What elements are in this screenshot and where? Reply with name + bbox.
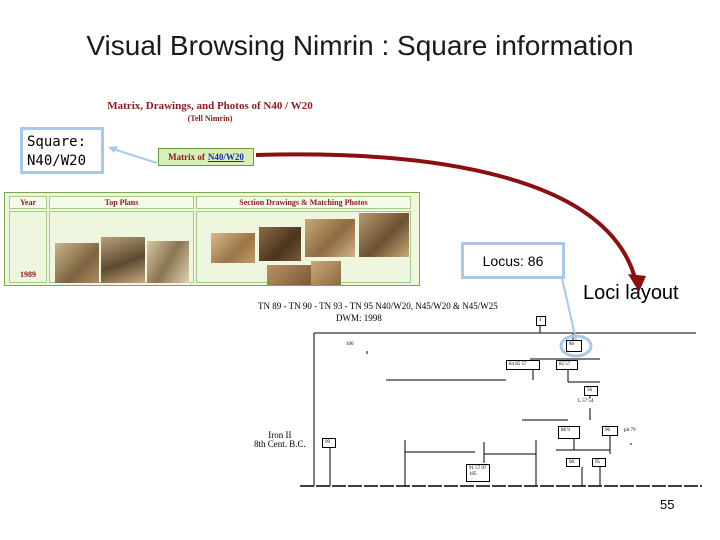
period-label-line1: Iron II	[268, 430, 292, 440]
red-arrowhead	[628, 274, 646, 292]
table-header-sections: Section Drawings & Matching Photos	[196, 196, 411, 209]
matrix-page-heading: Matrix, Drawings, and Photos of N40 / W2…	[107, 100, 313, 112]
section-photo[interactable]	[211, 233, 255, 263]
section-photo[interactable]	[359, 213, 409, 257]
locus-node: 96	[602, 426, 618, 436]
locus-callout-pointer	[561, 277, 577, 341]
locus-node: 88 9	[558, 426, 580, 439]
locus-node: 99	[322, 438, 336, 448]
year-cell: 1989	[9, 211, 47, 283]
matrix-link-box[interactable]: Matrix of N40/W20	[158, 148, 254, 166]
loci-diagram-subtitle: DWM: 1998	[336, 313, 382, 323]
locus-node: 82 57	[556, 360, 578, 370]
section-photo[interactable]	[267, 265, 311, 285]
locus-node: 1	[536, 316, 546, 326]
section-photo[interactable]	[259, 227, 301, 261]
drawings-photos-table: Year Top Plans Section Drawings & Matchi…	[4, 192, 420, 286]
square-callout-value: N40/W20	[27, 153, 87, 169]
top-plan-photo[interactable]	[101, 237, 145, 283]
locus-node: 95	[592, 458, 606, 467]
locus-node: pit 79	[622, 427, 638, 443]
locus-node: 84 85 57	[506, 360, 540, 370]
table-header-year: Year	[9, 196, 47, 209]
square-callout: Square: N40/W20	[20, 127, 104, 174]
locus-node: 98	[566, 458, 580, 467]
table-header-top-plans: Top Plans	[49, 196, 194, 209]
matrix-page-subheading: (Tell Nimrin)	[187, 114, 233, 123]
locus-node-86: 86	[566, 340, 582, 352]
locus-node: 56	[584, 386, 598, 396]
top-plan-photo[interactable]	[55, 243, 99, 283]
locus-86-highlight	[559, 334, 593, 358]
red-curved-arrow	[255, 152, 638, 283]
locus-node: 91 57 97 105	[466, 464, 490, 482]
square-callout-arrowhead	[108, 146, 118, 153]
square-callout-pointer	[109, 147, 158, 164]
top-plan-photo[interactable]	[147, 241, 189, 283]
period-label: Iron II 8th Cent. B.C.	[254, 431, 306, 449]
period-label-line2: 8th Cent. B.C.	[254, 439, 306, 449]
locus-node: L 57 54	[576, 398, 604, 408]
year-value: 1989	[20, 270, 36, 279]
section-photo[interactable]	[305, 219, 355, 257]
loci-diagram-title: TN 89 - TN 90 - TN 93 - TN 95 N40/W20, N…	[258, 301, 498, 311]
page-number: 55	[660, 497, 675, 512]
locus-node: 100	[344, 341, 368, 351]
loci-layout-label: Loci layout	[583, 282, 679, 304]
matrix-link[interactable]: N40/W20	[207, 152, 244, 162]
matrix-link-prefix: Matrix of	[168, 152, 205, 162]
square-callout-label: Square:	[27, 134, 87, 150]
slide-title: Visual Browsing Nimrin : Square informat…	[86, 30, 634, 61]
section-photo[interactable]	[311, 261, 341, 285]
locus-callout: Locus: 86	[461, 242, 565, 279]
